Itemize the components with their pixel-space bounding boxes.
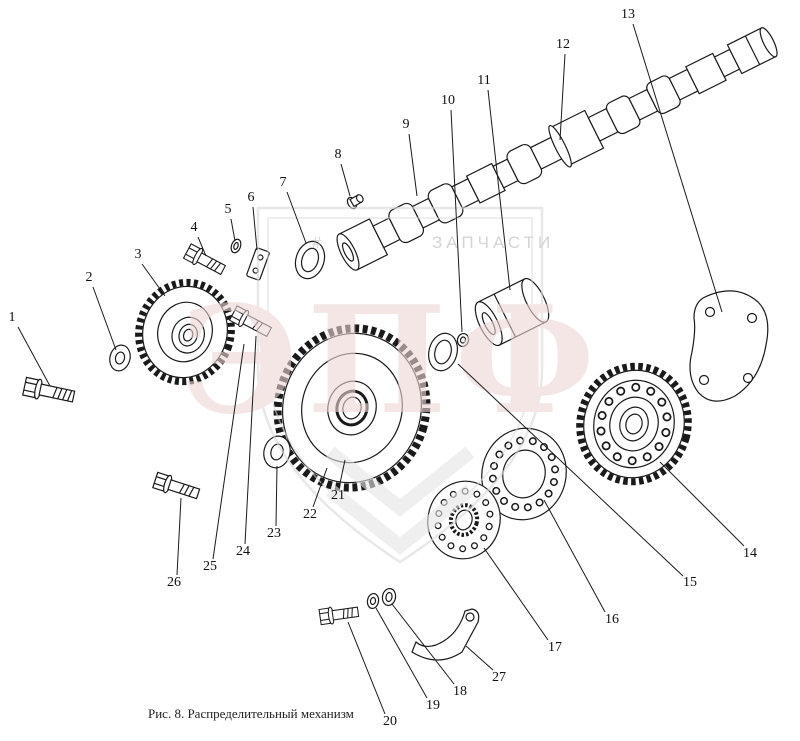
leader-line-11 [487,89,511,291]
leader-line-10 [450,109,463,333]
callout-15: 15 [683,575,697,590]
callout-4: 4 [191,220,198,235]
washer-18 [381,587,397,607]
bolt-1 [22,376,76,403]
gear-large [273,324,431,492]
callout-8: 8 [335,147,342,162]
leader-line-5 [230,218,236,242]
bolt-20 [318,606,360,626]
callout-21: 21 [331,488,345,503]
gear-small [135,278,235,386]
callout-13: 13 [621,7,635,22]
callout-12: 12 [556,37,570,52]
callout-7: 7 [280,175,287,190]
callouts-layer: 1234567891011121314151617181920212223242… [9,7,758,729]
callout-19: 19 [426,698,440,713]
watermark-label: ЗАПЧАСТИ [432,233,554,252]
callout-22: 22 [303,507,317,522]
callout-27: 27 [492,670,506,685]
watermark-shield-outline [256,206,544,564]
watermark-chevron-2 [325,484,475,555]
callout-1: 1 [9,310,16,325]
leader-line-21 [338,459,346,489]
leader-line-8 [340,163,351,197]
watermark-brand: ЭПФ [181,273,603,447]
leader-line-26 [176,497,182,576]
leader-line-13 [632,23,723,313]
leader-line-4 [197,236,207,257]
leader-line-6 [252,206,258,251]
leader-line-16 [543,499,606,613]
leader-line-22 [312,467,328,508]
leader-line-12 [559,53,566,141]
leader-line-18 [391,603,455,685]
leader-line-15 [457,363,684,577]
leader-line-27 [465,645,494,671]
thrust-washer [294,240,326,280]
washer-19 [366,592,380,610]
callout-23: 23 [267,526,281,541]
bolt-4 [182,243,227,276]
leader-line-19 [375,607,428,699]
callout-20: 20 [383,714,397,729]
leader-line-2 [92,286,117,351]
callout-6: 6 [248,190,255,205]
spacer-ring [428,332,458,372]
camshaft [336,27,778,271]
callout-11: 11 [477,73,490,88]
gasket [689,290,769,402]
leader-line-25 [212,343,245,560]
leader-line-20 [347,621,386,715]
callout-18: 18 [453,684,467,699]
watermark: # ЗАПЧАСТИ ЭПФ [181,206,603,564]
watermark-prefix: # [312,233,325,252]
washer-2 [109,344,131,372]
plug-screw [346,194,364,210]
figure-caption: Рис. 8. Распределительный механизм [148,706,354,721]
leader-line-1 [17,326,51,387]
callout-10: 10 [441,93,455,108]
leader-line-7 [286,191,307,244]
callout-26: 26 [167,575,181,590]
leader-line-23 [275,465,278,527]
bracket [411,608,480,661]
callout-25: 25 [203,559,217,574]
leader-line-24 [244,335,257,545]
callout-17: 17 [548,640,562,655]
leader-line-3 [141,263,166,297]
callout-9: 9 [403,117,410,132]
leader-line-17 [483,547,549,641]
watermark-chevron-1 [325,446,475,517]
callout-24: 24 [236,544,250,559]
callout-14: 14 [743,546,757,561]
leader-line-14 [659,461,745,547]
callout-3: 3 [135,247,142,262]
bolt-26 [152,471,201,500]
perforated-ring [481,427,567,521]
washer-5 [230,238,242,254]
callout-16: 16 [605,612,619,627]
nut-small [456,332,470,348]
callout-2: 2 [86,270,93,285]
washer-23 [263,435,291,469]
leader-line-9 [408,133,418,197]
callout-5: 5 [225,202,232,217]
gear-drive [576,362,692,486]
